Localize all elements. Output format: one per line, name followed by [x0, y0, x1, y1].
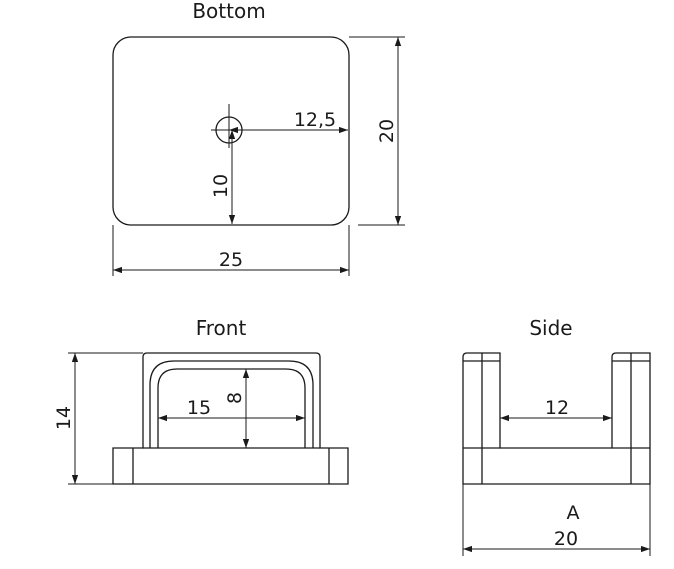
- side-width-reference-label: A: [567, 502, 580, 524]
- front-body-outline: [112, 352, 349, 485]
- front-view: Front 15 8 14: [53, 316, 349, 485]
- hole-y-dimension-label: 10: [210, 174, 232, 198]
- front-strap-inner: [157, 368, 306, 448]
- front-height-dimension-label: 14: [53, 406, 75, 430]
- bottom-outline: [112, 36, 350, 226]
- side-width-dimension-label: 20: [554, 528, 578, 550]
- bottom-view: Bottom 12,5 10 20 25: [112, 0, 405, 276]
- bottom-height-dimension-label: 20: [376, 119, 398, 143]
- side-slot-width-dimension-label: 12: [545, 397, 569, 419]
- front-slot-height-dimension-label: 8: [224, 392, 246, 404]
- side-view-title: Side: [529, 316, 572, 340]
- hole-x-dimension-label: 12,5: [294, 109, 336, 131]
- bottom-width-dimension-label: 25: [219, 249, 243, 271]
- front-strap-outer: [149, 360, 314, 448]
- side-view: Side 12 A 20: [462, 316, 651, 556]
- bottom-view-title: Bottom: [192, 0, 265, 23]
- front-view-title: Front: [196, 316, 247, 340]
- front-slot-width-dimension-label: 15: [187, 397, 211, 419]
